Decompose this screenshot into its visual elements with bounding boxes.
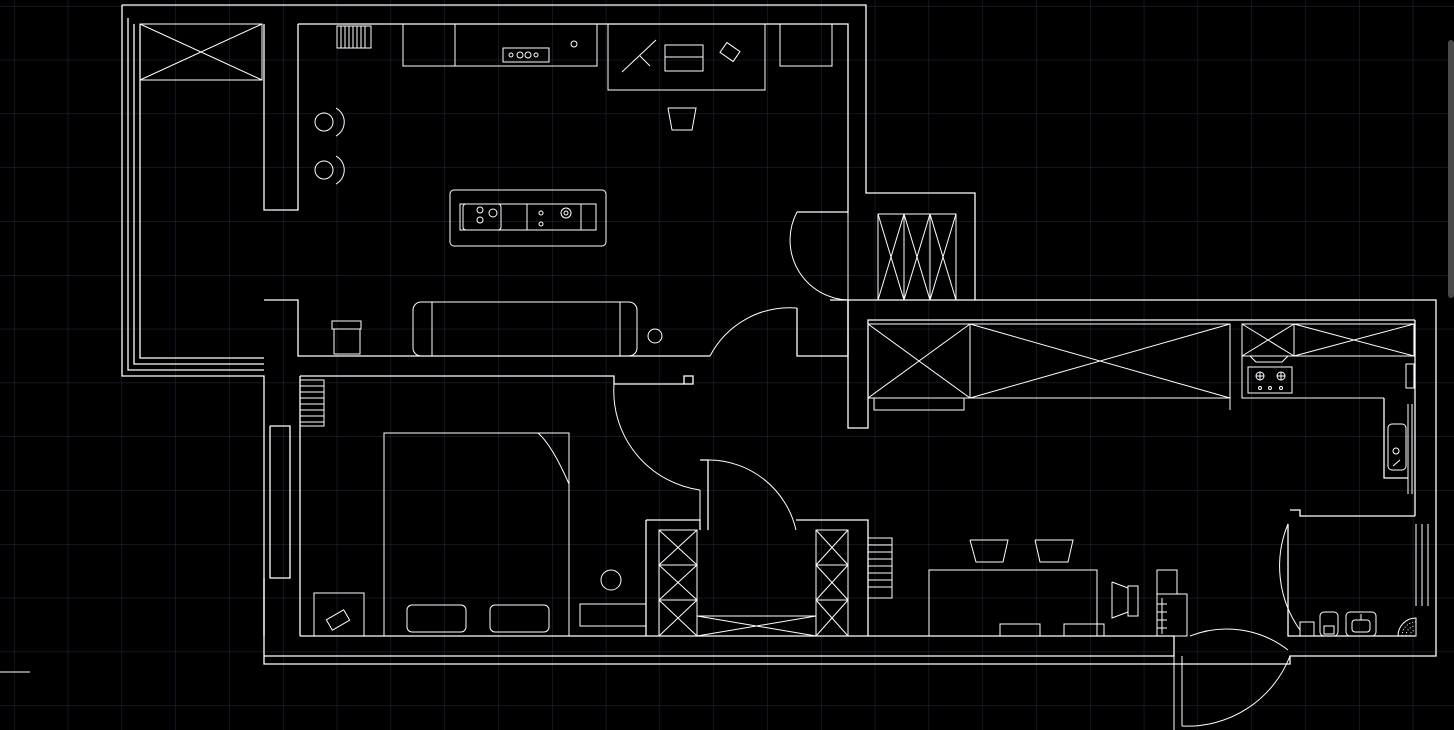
kitchen-living-furniture bbox=[139, 23, 833, 357]
radiator-icon bbox=[336, 25, 372, 49]
island-table-icon bbox=[449, 189, 607, 247]
bathroom-fixtures bbox=[1299, 611, 1417, 637]
monitor-icon bbox=[664, 44, 704, 72]
radiator-icon bbox=[299, 379, 325, 427]
bed-icon bbox=[383, 432, 570, 637]
sink-icon bbox=[462, 203, 502, 231]
stove-icon bbox=[502, 47, 550, 63]
right-wing-cabinets bbox=[867, 323, 1415, 471]
exterior-walls bbox=[121, 4, 1437, 665]
stove-icon bbox=[1247, 366, 1293, 394]
stool-icon bbox=[314, 112, 334, 132]
sink-icon bbox=[1387, 423, 1407, 471]
windows bbox=[1407, 404, 1429, 606]
doors bbox=[613, 211, 1301, 730]
interior-walls bbox=[263, 23, 1416, 657]
sofa-icon bbox=[412, 301, 638, 357]
closet-wardrobes bbox=[658, 529, 893, 637]
vertical-scrollbar[interactable] bbox=[1448, 40, 1454, 298]
radiator-icon bbox=[867, 537, 893, 599]
toilet-icon bbox=[1319, 611, 1339, 637]
dining-furniture bbox=[928, 539, 1188, 637]
corridor-wardrobe bbox=[877, 213, 957, 301]
sink-icon bbox=[1345, 611, 1377, 637]
bedroom-furniture bbox=[299, 379, 647, 637]
